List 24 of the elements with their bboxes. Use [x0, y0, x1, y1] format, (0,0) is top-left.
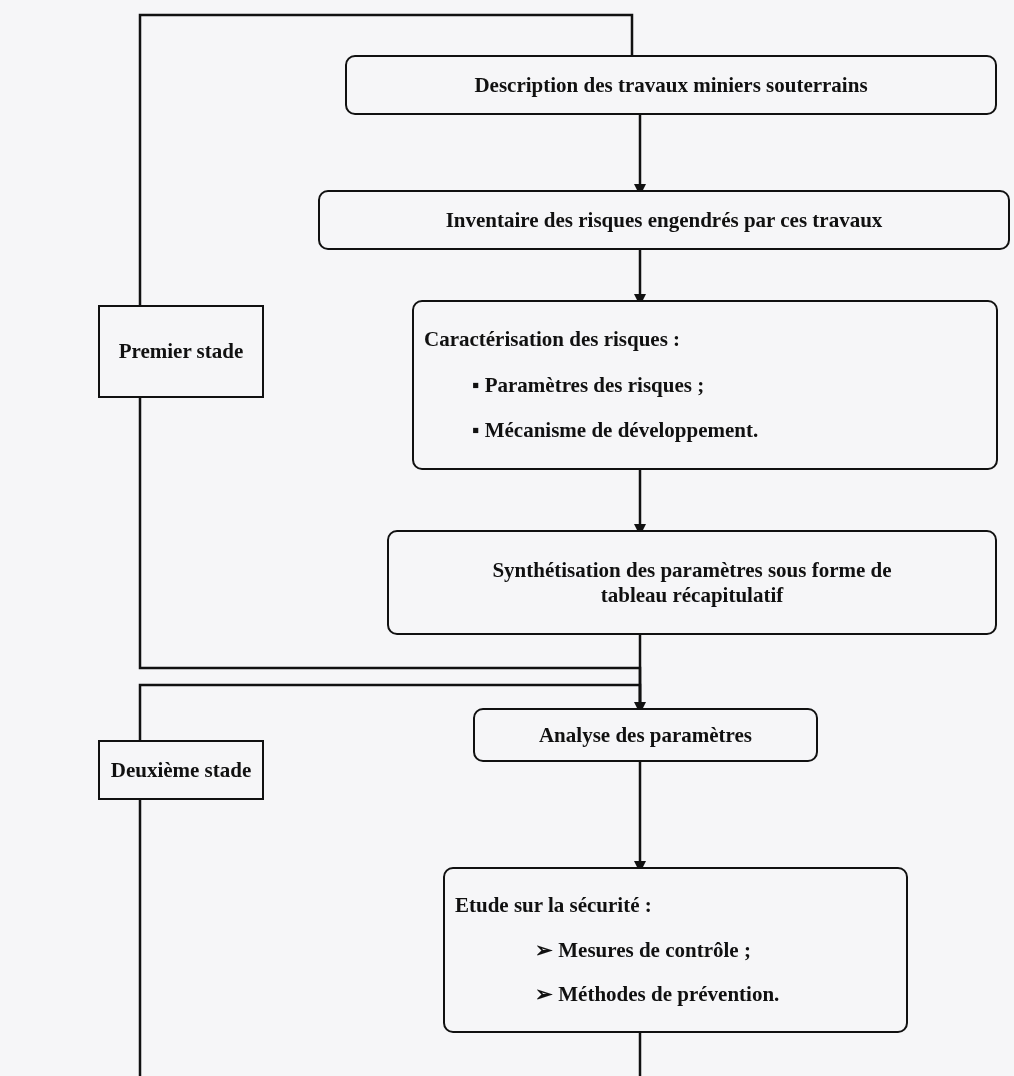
step-text: Synthétisation des paramètres sous forme de tableau récapitulatif	[491, 557, 893, 608]
bullet-item: ▪ Paramètres des risques ;	[472, 372, 705, 398]
bullet-item: ▪ Mécanisme de développement.	[472, 418, 759, 444]
process-box	[443, 867, 908, 1033]
process-box	[387, 530, 997, 635]
step-text: Analyse des paramètres	[538, 722, 753, 748]
bracket-line	[138, 13, 634, 305]
stage-label-box	[98, 305, 264, 398]
bracket-line	[638, 1033, 642, 1076]
process-box	[318, 190, 1010, 250]
step-text: Caractérisation des risques :	[424, 326, 681, 352]
stage-label-box	[98, 740, 264, 800]
bullet-item: ➢ Mesures de contrôle ;	[535, 937, 751, 963]
process-box	[473, 708, 818, 762]
bullet-item: ➢ Méthodes de prévention.	[535, 982, 780, 1008]
stage-label: Deuxième stade	[110, 757, 252, 783]
stage-label: Premier stade	[118, 339, 244, 364]
bracket-line	[138, 683, 642, 740]
process-box	[412, 300, 998, 470]
step-text: Etude sur la sécurité :	[455, 892, 652, 918]
process-box	[345, 55, 997, 115]
step-text: Description des travaux miniers souterrains	[474, 72, 868, 98]
step-text: Inventaire des risques engendrés par ces travaux	[445, 207, 883, 233]
bracket-line	[138, 800, 142, 1076]
